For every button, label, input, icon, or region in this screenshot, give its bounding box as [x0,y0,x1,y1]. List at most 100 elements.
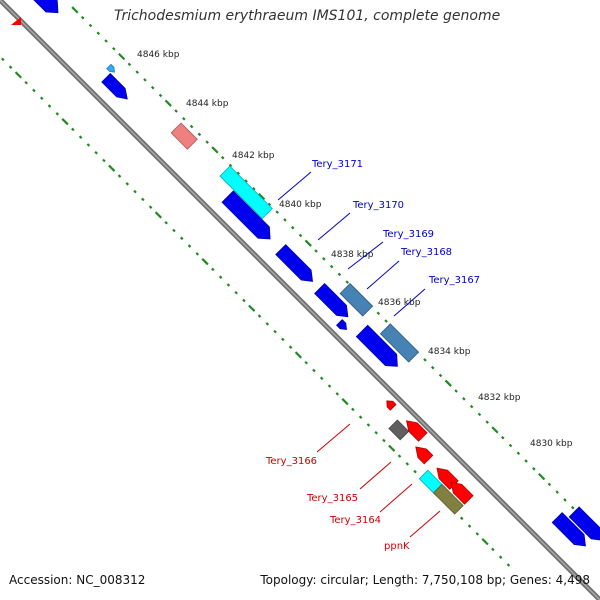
tick-mark [236,171,241,176]
tick-label: 4838 kbp [331,250,374,260]
tick-mark [257,314,262,318]
cds-arrow [33,0,59,14]
tick-mark [423,358,427,362]
tick-mark [294,351,303,359]
tick-mark [327,384,332,388]
tick-mark [158,93,163,98]
tick-mark [475,532,480,536]
tick-mark [267,202,272,207]
tick-label: 4844 kbp [186,99,229,109]
tick-mark [32,88,36,93]
accession-text: Accession: NC_008312 [9,573,146,587]
tick-mark [290,225,295,230]
tick-mark [477,412,482,417]
cds-block-gray [388,419,410,441]
tick-mark [244,179,248,183]
cds-arrow [101,72,128,100]
tick-label: 4842 kbp [232,151,275,161]
small-cds-arrow [106,63,116,73]
tick-mark [454,389,458,393]
tick-mark [506,563,511,567]
gene-label-leader [379,483,413,513]
red-arrow [415,446,434,465]
small-red-arrow [386,400,397,411]
genome-summary-text: Topology: circular; Length: 7,750,108 bp… [260,573,590,587]
red-arrow [450,481,474,505]
gene-label: Tery_3170 [352,200,404,211]
tick-mark [345,280,349,284]
tick-mark [182,117,186,121]
gene-label-leader [277,171,312,201]
tick-mark [55,112,60,116]
tick-mark [1,57,5,62]
tick-mark [228,163,233,168]
tick-label: 4846 kbp [137,50,180,60]
tick-mark [430,365,435,370]
tick-mark [94,150,98,155]
tick-mark [384,319,388,323]
tick-mark [547,482,552,487]
tick-mark [491,426,499,434]
tick-mark [164,99,172,107]
tick-mark [39,96,44,101]
map-title: Trichodesmium erythraeum IMS101, complet… [114,8,501,24]
tick-mark [388,444,396,452]
tick-mark [314,249,318,253]
tick-mark [71,6,79,14]
tick-mark [187,244,192,248]
tick-mark [481,538,489,546]
cds-block-pink [170,122,198,150]
tick-mark [376,311,381,316]
tick-mark [47,104,52,108]
tick-mark [96,31,101,36]
tick-mark [252,187,256,191]
tick-mark [248,304,256,312]
tick-mark [555,490,559,494]
tick-mark [281,337,285,342]
tick-mark [500,435,505,440]
tick-mark [24,80,28,85]
cds-block-steelblue [379,323,420,363]
gene-label-leader [317,212,351,241]
tick-mark [148,205,153,209]
gene-label: Tery_3164 [329,515,381,526]
tick-mark [205,140,209,144]
tick-mark [366,423,371,427]
gene-label-leader [347,241,384,270]
tick-mark [172,228,176,233]
tick-mark [234,290,238,295]
tick-mark [462,397,466,401]
tick-mark [444,379,452,387]
tick-mark [179,236,184,241]
tick-mark [459,516,464,521]
tick-mark [133,189,137,194]
tick-mark [467,524,472,528]
gene-label: Tery_3165 [306,493,358,504]
tick-mark [150,85,155,90]
tick-mark [288,345,293,349]
tick-mark [298,233,303,238]
tick-mark [211,146,219,154]
tick-mark [563,498,567,502]
tick-mark [71,127,75,132]
tick-mark [508,443,513,448]
tick-mark [195,252,200,256]
red-marker-icon [11,17,21,25]
tick-mark [108,164,116,172]
gene-label-leader [316,423,351,453]
tick-mark [413,469,417,474]
tick-mark [141,197,145,202]
tick-mark [154,211,162,219]
tick-mark [358,415,363,419]
tick-label: 4840 kbp [279,200,322,210]
tick-mark [61,118,69,126]
tick-mark [265,322,270,326]
tick-mark [117,174,122,178]
cds-block-cyan [219,165,273,220]
tick-mark [570,505,575,510]
tick-mark [319,376,324,381]
tick-mark [242,298,246,303]
gene-label-leader [409,510,441,538]
tick-mark [498,555,503,559]
